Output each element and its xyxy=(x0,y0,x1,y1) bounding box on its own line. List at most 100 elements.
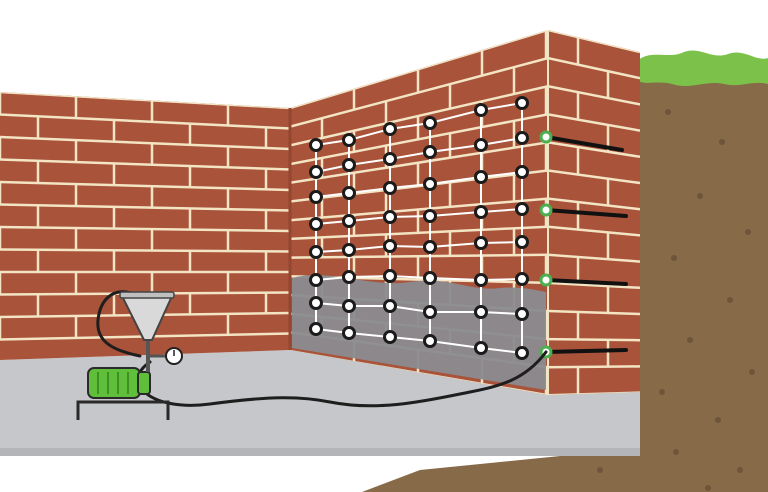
injection-port-icon xyxy=(515,96,529,110)
soil-pebble xyxy=(745,229,751,235)
injection-port-icon xyxy=(474,205,488,219)
mortar-course xyxy=(548,169,640,185)
injection-port-icon xyxy=(383,330,397,344)
mortar-course xyxy=(548,141,640,159)
injection-port-icon xyxy=(342,270,356,284)
soil-pebble xyxy=(715,417,721,423)
injection-port-icon xyxy=(383,181,397,195)
grout-pump xyxy=(76,291,183,420)
soil-pebble xyxy=(687,337,693,343)
mortar-course xyxy=(290,30,548,110)
soil-pebble xyxy=(749,369,755,375)
injection-rod-nozzle xyxy=(539,203,553,217)
injection-port-icon xyxy=(423,334,437,348)
injection-port-icon xyxy=(309,296,323,310)
mortar-course xyxy=(548,84,640,106)
injection-port-icon xyxy=(342,133,356,147)
injection-port-icon xyxy=(383,210,397,224)
soil-pebble xyxy=(697,193,703,199)
soil-pebble xyxy=(719,139,725,145)
soil-pebble xyxy=(671,255,677,261)
mortar-course xyxy=(0,248,290,253)
injection-port-icon xyxy=(474,305,488,319)
injection-port-icon xyxy=(383,299,397,313)
injection-rod xyxy=(544,348,628,354)
concrete-floor-edge xyxy=(0,448,640,456)
soil-pebble xyxy=(673,449,679,455)
injection-port-icon xyxy=(515,235,529,249)
soil-pebble xyxy=(737,467,743,473)
mortar-course xyxy=(548,309,640,316)
injection-rod-nozzle xyxy=(539,273,553,287)
mortar-course xyxy=(548,253,640,263)
mortar-course xyxy=(548,337,640,342)
injection-port-icon xyxy=(309,322,323,336)
mortar-course xyxy=(290,197,548,222)
pier-mortar xyxy=(548,30,640,395)
injection-port-icon xyxy=(474,273,488,287)
injection-rod xyxy=(544,278,628,286)
injection-port-icon xyxy=(383,152,397,166)
soil-pebble xyxy=(727,297,733,303)
injection-port-icon xyxy=(309,138,323,152)
injection-port-icon xyxy=(342,326,356,340)
mortar-course xyxy=(290,253,548,259)
pump-motor-cap xyxy=(137,371,151,395)
mortar-course xyxy=(0,158,290,171)
injection-port-icon xyxy=(474,138,488,152)
injection-port-icon xyxy=(474,236,488,250)
mortar-course xyxy=(0,180,290,192)
injection-port-icon xyxy=(474,170,488,184)
pump-frame xyxy=(76,400,170,420)
soil-pebble xyxy=(659,389,665,395)
soil-cross-section xyxy=(362,62,768,492)
injection-port-icon xyxy=(423,116,437,130)
mortar-course xyxy=(548,225,640,237)
injection-port-icon xyxy=(309,190,323,204)
mortar-course xyxy=(548,113,640,132)
hopper-rim xyxy=(119,291,175,299)
injection-port-icon xyxy=(474,341,488,355)
injection-port-icon xyxy=(515,165,529,179)
injection-port-icon xyxy=(423,177,437,191)
injection-port-icon xyxy=(423,240,437,254)
soil-pebble xyxy=(665,109,671,115)
injection-rod xyxy=(544,208,628,218)
mortar-course xyxy=(548,56,640,80)
injection-port-icon xyxy=(342,214,356,228)
injection-port-icon xyxy=(423,209,437,223)
injection-port-icon xyxy=(342,186,356,200)
injection-port-icon xyxy=(474,103,488,117)
soil-pebble xyxy=(597,467,603,473)
mortar-course xyxy=(290,141,548,185)
injection-rod-nozzle xyxy=(539,130,553,144)
injection-port-icon xyxy=(383,269,397,283)
mortar-course xyxy=(548,365,640,369)
mortar-course xyxy=(0,225,290,233)
motor-fins xyxy=(97,372,129,394)
injection-port-icon xyxy=(515,272,529,286)
electric-motor-icon xyxy=(87,367,141,399)
soil-pebble xyxy=(705,485,711,491)
injection-port-icon xyxy=(423,145,437,159)
injection-port-icon xyxy=(423,305,437,319)
mortar-course xyxy=(548,197,640,211)
injection-port-icon xyxy=(383,239,397,253)
injection-port-icon xyxy=(423,271,437,285)
injection-port-icon xyxy=(342,243,356,257)
injection-port-icon xyxy=(309,165,323,179)
injection-port-icon xyxy=(309,245,323,259)
mortar-course xyxy=(0,203,290,212)
injection-port-icon xyxy=(515,346,529,360)
injection-port-icon xyxy=(342,299,356,313)
grass-strip xyxy=(636,50,768,86)
injection-port-icon xyxy=(342,158,356,172)
mortar-course xyxy=(0,135,290,151)
injection-port-grid xyxy=(309,96,529,360)
mortar-course xyxy=(0,113,290,130)
soil-pebbles xyxy=(597,109,755,491)
injection-port-icon xyxy=(515,307,529,321)
injection-rod xyxy=(544,135,624,152)
